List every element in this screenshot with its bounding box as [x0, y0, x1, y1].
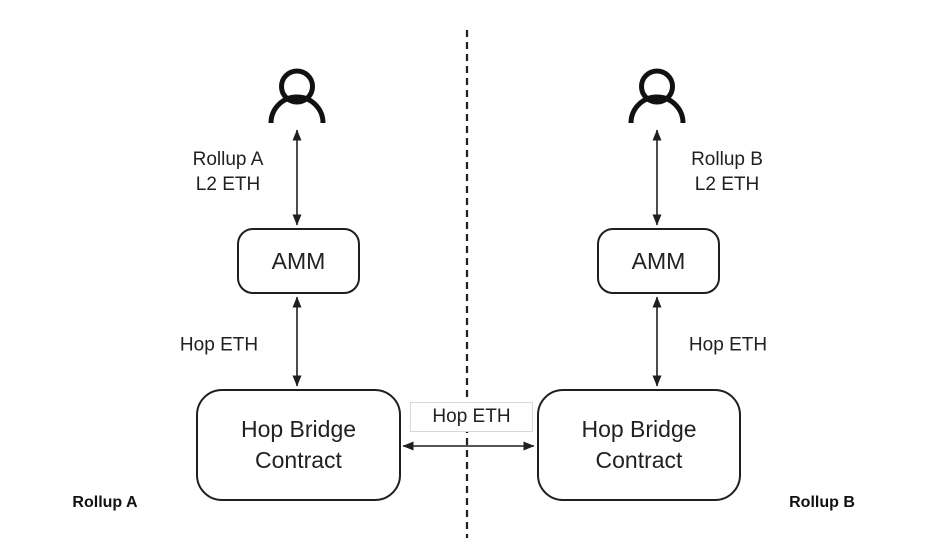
- edge-label-user-amm-a: Rollup A L2 ETH: [193, 147, 264, 197]
- node-amm-rollup-b: AMM: [597, 228, 720, 294]
- region-label-rollup-a: Rollup A: [72, 494, 138, 511]
- edge-label-amm-bridge-a: Hop ETH: [179, 334, 259, 356]
- edge-label-line: Rollup B: [691, 149, 763, 170]
- node-label: AMM: [271, 247, 326, 274]
- edge-label-amm-bridge-b: Hop ETH: [688, 334, 768, 356]
- node-label: Hop Bridge Contract: [581, 414, 696, 476]
- edge-label-user-amm-b: Rollup B L2 ETH: [691, 147, 763, 197]
- node-label-line: Contract: [255, 447, 342, 473]
- region-label-rollup-b: Rollup B: [789, 494, 855, 511]
- person-icon: [268, 68, 326, 124]
- node-label: Hop Bridge Contract: [241, 414, 356, 476]
- node-label-line: Contract: [595, 447, 683, 473]
- edge-label-line: Rollup A: [192, 149, 264, 170]
- node-label-line: Hop Bridge: [581, 416, 697, 442]
- edge-label-cross-bridge: Hop ETH: [410, 402, 533, 432]
- edge-label-line: L2 ETH: [694, 174, 760, 195]
- edge-label-line: L2 ETH: [195, 174, 261, 195]
- node-label: AMM: [631, 247, 686, 274]
- node-bridge-rollup-a: Hop Bridge Contract: [196, 389, 401, 501]
- node-bridge-rollup-b: Hop Bridge Contract: [537, 389, 741, 501]
- node-label-line: Hop Bridge: [240, 416, 357, 442]
- person-icon: [628, 68, 686, 124]
- node-amm-rollup-a: AMM: [237, 228, 360, 294]
